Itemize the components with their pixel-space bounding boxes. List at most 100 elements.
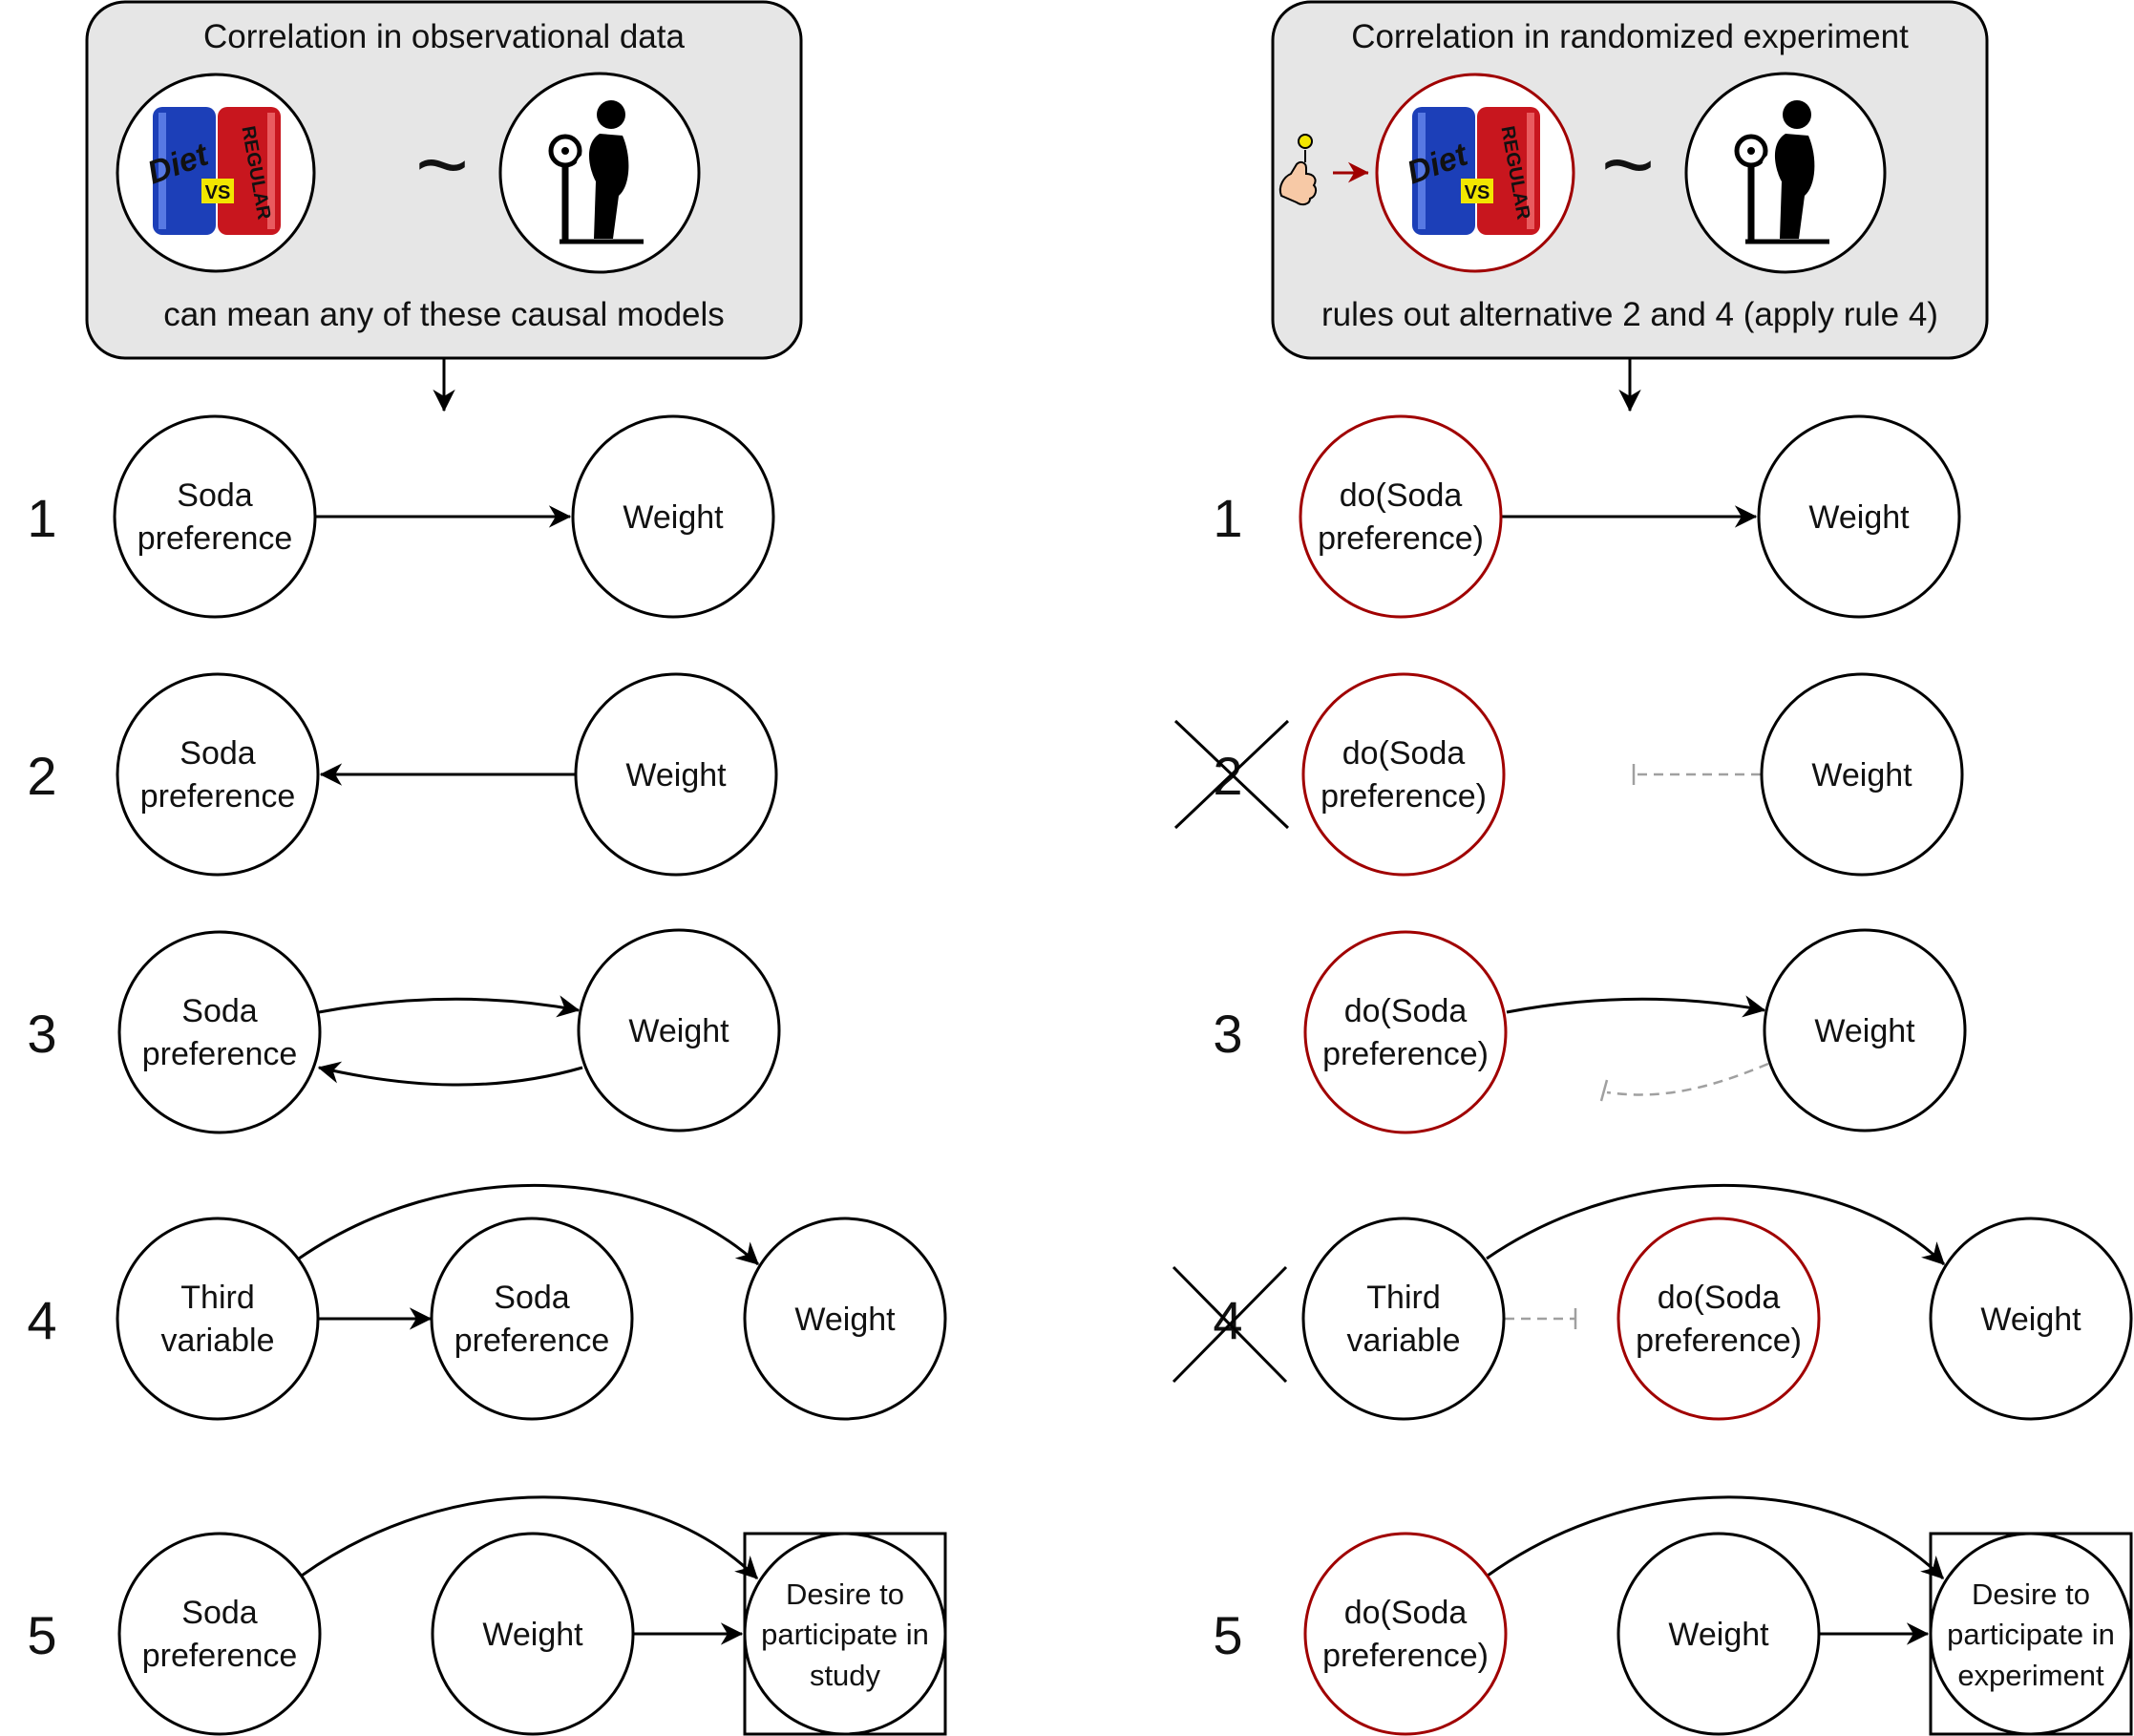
node-label: variable — [160, 1323, 274, 1359]
node-label: preference — [137, 520, 293, 557]
node-soda-preference — [113, 414, 317, 619]
weighing-scale-person-icon — [1684, 72, 1887, 274]
node-label: study — [810, 1659, 881, 1692]
node-do-soda-preference — [1616, 1217, 1821, 1421]
node-weight — [574, 672, 778, 877]
node-weight — [743, 1217, 947, 1421]
node-label: preference) — [1318, 520, 1484, 557]
node-label: participate in — [761, 1618, 929, 1651]
right-panel-title: Correlation in randomized experiment — [1351, 18, 1909, 55]
right-model-5: 5 do(Soda preference) Weight Desire to p… — [1213, 1495, 2133, 1736]
node-label: preference) — [1636, 1323, 1802, 1359]
node-weight — [571, 414, 775, 619]
node-label: preference) — [1321, 778, 1487, 815]
right-model-1: 1 do(Soda preference) Weight — [1213, 414, 1961, 619]
weighing-scale-person-icon — [498, 72, 701, 274]
node-third-variable — [116, 1217, 320, 1421]
node-label: participate in — [1947, 1618, 2115, 1651]
node-label: preference — [140, 778, 296, 815]
node-label: Soda — [181, 993, 257, 1029]
node-weight — [1757, 414, 1961, 619]
model-number: 4 — [27, 1290, 56, 1350]
node-label: Weight — [1980, 1302, 2081, 1338]
node-do-soda-preference — [1299, 414, 1503, 619]
edge-third-to-weight — [1486, 1184, 1946, 1266]
model-number: 5 — [1213, 1605, 1242, 1665]
node-label: Weight — [1668, 1617, 1769, 1653]
node-label: Weight — [623, 499, 724, 536]
node-weight — [1929, 1217, 2133, 1421]
node-weight — [1763, 928, 1967, 1133]
node-weight — [431, 1532, 635, 1736]
blocked-edge-end — [1599, 1079, 1609, 1102]
ruled-out-cross — [1173, 719, 1290, 830]
edge-do-soda-to-desire — [1487, 1495, 1945, 1580]
node-label: variable — [1346, 1323, 1460, 1359]
node-label: experiment — [1957, 1659, 2104, 1692]
left-model-1: 1 Soda preference Weight — [27, 414, 775, 619]
node-label: Weight — [628, 1013, 729, 1049]
node-soda-preference — [117, 1532, 322, 1736]
edge-soda-to-weight — [318, 995, 581, 1018]
correlation-tilde: ~ — [1601, 114, 1655, 216]
right-panel: Correlation in randomized experiment Die… — [1271, 0, 1989, 360]
node-desire-to-participate — [743, 1532, 947, 1736]
node-label: Soda — [181, 1595, 257, 1631]
left-panel-caption: can mean any of these causal models — [163, 296, 725, 333]
node-weight — [577, 928, 781, 1133]
left-panel-title: Correlation in observational data — [203, 18, 685, 55]
edge-weight-to-soda — [317, 1061, 583, 1087]
node-label: preference — [454, 1323, 610, 1359]
node-soda-preference — [116, 672, 320, 877]
blocked-edge — [1606, 1062, 1769, 1096]
correlation-tilde: ~ — [415, 114, 469, 216]
node-label: do(Soda — [1344, 1595, 1468, 1631]
node-label: Soda — [180, 735, 255, 772]
hand-pointing-icon — [1278, 134, 1318, 206]
model-number: 4 — [1213, 1290, 1242, 1350]
edge-soda-to-desire — [301, 1495, 759, 1580]
node-label: do(Soda — [1342, 735, 1466, 772]
node-label: Desire to — [786, 1577, 904, 1611]
vs-badge: VS — [205, 182, 231, 203]
model-number: 2 — [1213, 746, 1242, 806]
model-number: 3 — [1213, 1004, 1242, 1064]
vs-badge: VS — [1465, 182, 1490, 203]
model-number: 1 — [1213, 488, 1242, 548]
node-third-variable — [1301, 1217, 1506, 1421]
left-model-4: 4 Third variable Soda preference Weight — [27, 1184, 947, 1421]
right-model-4: 4 Third variable do(Soda preference) Wei… — [1172, 1184, 2133, 1421]
edge-do-soda-to-weight — [1506, 995, 1766, 1018]
left-model-2: 2 Soda preference Weight — [27, 672, 778, 877]
node-label: do(Soda — [1344, 993, 1468, 1029]
left-model-3: 3 Soda preference Weight — [27, 928, 781, 1134]
node-label: Soda — [494, 1280, 569, 1316]
soda-cans-icon: Diet REGULAR VS — [1375, 73, 1575, 273]
node-label: Weight — [625, 757, 727, 794]
node-label: do(Soda — [1340, 477, 1463, 514]
ruled-out-cross — [1172, 1265, 1288, 1384]
node-label: Third — [1366, 1280, 1440, 1316]
node-weight — [1616, 1532, 1821, 1736]
node-label: Weight — [1814, 1013, 1915, 1049]
soda-cans-icon: Diet REGULAR VS — [116, 73, 316, 273]
node-label: preference) — [1322, 1036, 1489, 1072]
node-soda-preference — [117, 930, 322, 1134]
model-number: 3 — [27, 1004, 56, 1064]
node-desire-to-participate — [1929, 1532, 2133, 1736]
node-do-soda-preference — [1301, 672, 1506, 877]
model-number: 1 — [27, 488, 56, 548]
model-number: 5 — [27, 1605, 56, 1665]
model-number: 2 — [27, 746, 56, 806]
node-label: do(Soda — [1658, 1280, 1781, 1316]
node-label: Weight — [1811, 757, 1912, 794]
left-model-5: 5 Soda preference Weight Desire to parti… — [27, 1495, 947, 1736]
right-model-2: 2 do(Soda preference) Weight — [1173, 672, 1964, 877]
left-panel: Correlation in observational data Diet R… — [85, 0, 803, 360]
node-label: preference — [142, 1638, 298, 1674]
node-weight — [1760, 672, 1964, 877]
node-label: Third — [180, 1280, 254, 1316]
right-panel-caption: rules out alternative 2 and 4 (apply rul… — [1321, 296, 1938, 333]
node-label: Weight — [794, 1302, 896, 1338]
